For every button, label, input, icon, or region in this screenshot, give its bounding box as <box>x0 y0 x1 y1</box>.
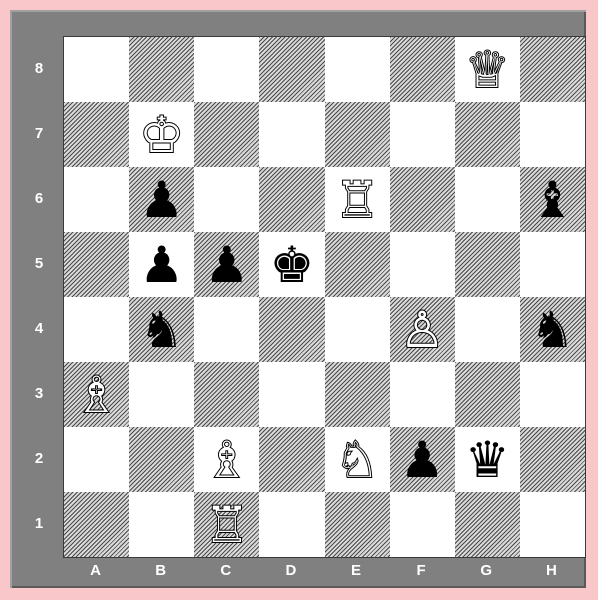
square-h5[interactable] <box>520 232 585 297</box>
square-h2[interactable] <box>520 427 585 492</box>
rank-label-2: 2 <box>28 450 50 467</box>
white-pawn-icon[interactable]: ♙ <box>390 305 455 355</box>
black-knight-icon[interactable]: ♞ <box>520 305 585 355</box>
square-h3[interactable] <box>520 362 585 427</box>
square-g6[interactable] <box>455 167 520 232</box>
chess-board: ♕♔♟♖♝♟♟♚♞♙♞♗♗♘♟♛♖ <box>63 36 586 558</box>
square-d8[interactable] <box>259 37 324 102</box>
file-label-d: D <box>258 562 323 579</box>
square-c2[interactable]: ♗ <box>194 427 259 492</box>
square-d2[interactable] <box>259 427 324 492</box>
file-label-c: C <box>193 562 258 579</box>
square-c4[interactable] <box>194 297 259 362</box>
square-c6[interactable] <box>194 167 259 232</box>
square-e5[interactable] <box>325 232 390 297</box>
rank-label-7: 7 <box>28 125 50 142</box>
square-c8[interactable] <box>194 37 259 102</box>
file-label-e: E <box>324 562 389 579</box>
square-d3[interactable] <box>259 362 324 427</box>
square-b1[interactable] <box>129 492 194 557</box>
black-bishop-icon[interactable]: ♝ <box>520 175 585 225</box>
square-e1[interactable] <box>325 492 390 557</box>
square-a3[interactable]: ♗ <box>64 362 129 427</box>
square-d5[interactable]: ♚ <box>259 232 324 297</box>
square-c3[interactable] <box>194 362 259 427</box>
square-e7[interactable] <box>325 102 390 167</box>
white-bishop-icon[interactable]: ♗ <box>64 370 129 420</box>
square-d4[interactable] <box>259 297 324 362</box>
black-queen-icon[interactable]: ♛ <box>455 435 520 485</box>
white-bishop-icon[interactable]: ♗ <box>194 435 259 485</box>
square-h8[interactable] <box>520 37 585 102</box>
square-a7[interactable] <box>64 102 129 167</box>
rank-label-6: 6 <box>28 190 50 207</box>
white-king-icon[interactable]: ♔ <box>129 110 194 160</box>
square-e2[interactable]: ♘ <box>325 427 390 492</box>
rank-label-1: 1 <box>28 515 50 532</box>
square-a4[interactable] <box>64 297 129 362</box>
square-a5[interactable] <box>64 232 129 297</box>
square-g8[interactable]: ♕ <box>455 37 520 102</box>
square-d1[interactable] <box>259 492 324 557</box>
square-h7[interactable] <box>520 102 585 167</box>
rank-label-4: 4 <box>28 320 50 337</box>
square-d7[interactable] <box>259 102 324 167</box>
square-f3[interactable] <box>390 362 455 427</box>
black-knight-icon[interactable]: ♞ <box>129 305 194 355</box>
square-b3[interactable] <box>129 362 194 427</box>
square-e3[interactable] <box>325 362 390 427</box>
square-h1[interactable] <box>520 492 585 557</box>
square-g2[interactable]: ♛ <box>455 427 520 492</box>
square-e4[interactable] <box>325 297 390 362</box>
square-e6[interactable]: ♖ <box>325 167 390 232</box>
file-label-f: F <box>389 562 454 579</box>
square-d6[interactable] <box>259 167 324 232</box>
square-b6[interactable]: ♟ <box>129 167 194 232</box>
black-pawn-icon[interactable]: ♟ <box>129 175 194 225</box>
square-g1[interactable] <box>455 492 520 557</box>
rank-label-5: 5 <box>28 255 50 272</box>
white-rook-icon[interactable]: ♖ <box>194 500 259 550</box>
black-pawn-icon[interactable]: ♟ <box>129 240 194 290</box>
square-b8[interactable] <box>129 37 194 102</box>
white-knight-icon[interactable]: ♘ <box>325 435 390 485</box>
square-a8[interactable] <box>64 37 129 102</box>
black-pawn-icon[interactable]: ♟ <box>194 240 259 290</box>
square-h4[interactable]: ♞ <box>520 297 585 362</box>
square-b7[interactable]: ♔ <box>129 102 194 167</box>
square-b5[interactable]: ♟ <box>129 232 194 297</box>
square-f7[interactable] <box>390 102 455 167</box>
rank-label-8: 8 <box>28 60 50 77</box>
square-c1[interactable]: ♖ <box>194 492 259 557</box>
square-g7[interactable] <box>455 102 520 167</box>
square-e8[interactable] <box>325 37 390 102</box>
square-g3[interactable] <box>455 362 520 427</box>
white-queen-icon[interactable]: ♕ <box>455 45 520 95</box>
square-f8[interactable] <box>390 37 455 102</box>
square-f2[interactable]: ♟ <box>390 427 455 492</box>
square-f1[interactable] <box>390 492 455 557</box>
file-label-g: G <box>454 562 519 579</box>
rank-label-3: 3 <box>28 385 50 402</box>
square-a6[interactable] <box>64 167 129 232</box>
square-a1[interactable] <box>64 492 129 557</box>
square-g4[interactable] <box>455 297 520 362</box>
square-b4[interactable]: ♞ <box>129 297 194 362</box>
square-c5[interactable]: ♟ <box>194 232 259 297</box>
square-f6[interactable] <box>390 167 455 232</box>
square-a2[interactable] <box>64 427 129 492</box>
black-pawn-icon[interactable]: ♟ <box>390 435 455 485</box>
square-h6[interactable]: ♝ <box>520 167 585 232</box>
file-label-a: A <box>63 562 128 579</box>
square-g5[interactable] <box>455 232 520 297</box>
file-label-b: B <box>128 562 193 579</box>
square-f4[interactable]: ♙ <box>390 297 455 362</box>
white-rook-icon[interactable]: ♖ <box>325 175 390 225</box>
square-c7[interactable] <box>194 102 259 167</box>
black-king-icon[interactable]: ♚ <box>259 240 324 290</box>
square-f5[interactable] <box>390 232 455 297</box>
file-label-h: H <box>519 562 584 579</box>
square-b2[interactable] <box>129 427 194 492</box>
